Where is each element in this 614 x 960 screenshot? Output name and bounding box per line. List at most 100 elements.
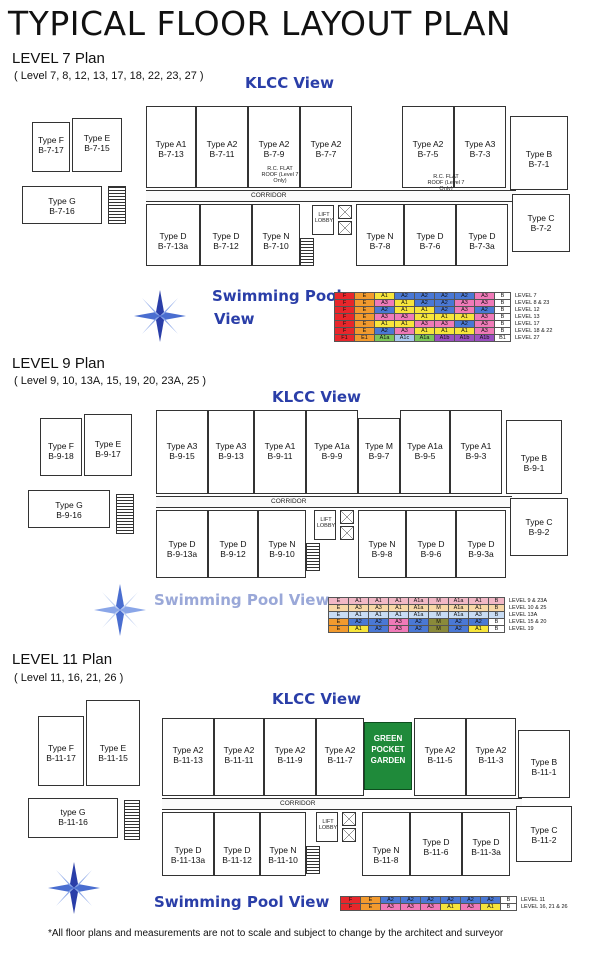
unit-b-7-6[interactable]: Type D B-7-6	[404, 204, 456, 266]
unit-type: Type B	[525, 149, 553, 159]
unit-b-9-7[interactable]: Type M B-9-7	[358, 418, 400, 494]
unit-b-7-16[interactable]: Type G B-7-16	[22, 186, 102, 224]
unit-b-11-7[interactable]: Type A2 B-11-7	[316, 718, 364, 796]
unit-code: B-9-12	[220, 549, 246, 559]
unit-type: Type A2	[310, 139, 342, 149]
unit-b-11-12[interactable]: Type D B-11-12	[214, 812, 260, 876]
unit-b-9-2[interactable]: Type C B-9-2	[510, 498, 568, 556]
unit-b-9-10[interactable]: Type N B-9-10	[258, 510, 306, 578]
legend-cell: E	[354, 313, 375, 321]
legend-cell: A1a	[408, 604, 429, 612]
unit-b-7-8[interactable]: Type N B-7-8	[356, 204, 404, 266]
legend-cell: A1a	[448, 611, 469, 619]
unit-type: Type N	[368, 539, 396, 549]
unit-b-9-5[interactable]: Type A1a B-9-5	[400, 410, 450, 494]
unit-b-9-13a[interactable]: Type D B-9-13a	[156, 510, 208, 578]
legend-cell: M	[428, 625, 449, 633]
unit-b-7-7[interactable]: Type A2 B-7-7	[300, 106, 352, 188]
legend-cell: B	[494, 313, 511, 321]
legend-cell: A1	[388, 597, 409, 605]
footnote: *All floor plans and measurements are no…	[48, 928, 504, 939]
unit-b-7-12[interactable]: Type D B-7-12	[200, 204, 252, 266]
legend-cell: A1	[454, 313, 475, 321]
unit-b-9-18[interactable]: Type F B-9-18	[40, 418, 82, 476]
roof-note: R.C. FLAT ROOF (Level 7 Only)	[427, 174, 465, 192]
unit-b-7-13a[interactable]: Type D B-7-13a	[146, 204, 200, 266]
unit-b-11-13a[interactable]: Type D B-11-13a	[162, 812, 214, 876]
unit-b-7-10[interactable]: Type N B-7-10	[252, 204, 300, 266]
level-11-title: LEVEL 11 Plan	[12, 651, 113, 668]
unit-b-11-17[interactable]: Type F B-11-17	[38, 716, 84, 786]
legend-cell: F	[340, 903, 361, 911]
unit-b-7-2[interactable]: Type C B-7-2	[512, 194, 570, 252]
unit-b-11-11[interactable]: Type A2 B-11-11	[214, 718, 264, 796]
unit-b-7-15[interactable]: Type E B-7-15	[72, 118, 122, 172]
unit-b-7-3[interactable]: Type A3 B-7-3	[454, 106, 506, 188]
legend-cell: A1b	[474, 334, 495, 342]
unit-b-9-15[interactable]: Type A3 B-9-15	[156, 410, 208, 494]
unit-b-11-15[interactable]: Type E B-11-15	[86, 700, 140, 786]
legend-cell: E	[328, 618, 349, 626]
unit-code: B-11-15	[98, 753, 128, 763]
unit-b-11-3[interactable]: Type A2 B-11-3	[466, 718, 516, 796]
unit-b-7-5[interactable]: Type A2 B-7-5	[402, 106, 454, 188]
legend-cell: A1	[374, 292, 395, 300]
unit-b-9-3a[interactable]: Type D B-9-3a	[456, 510, 506, 578]
unit-b-9-12[interactable]: Type D B-9-12	[208, 510, 258, 578]
legend-cell: A3	[400, 903, 421, 911]
unit-b-9-11[interactable]: Type A1 B-9-11	[254, 410, 306, 494]
unit-b-9-13[interactable]: Type A3 B-9-13	[208, 410, 254, 494]
unit-type: Type F	[48, 743, 74, 753]
unit-b-9-17[interactable]: Type E B-9-17	[84, 414, 132, 476]
unit-b-9-16[interactable]: Type G B-9-16	[28, 490, 110, 528]
legend-cell: F	[334, 327, 355, 335]
legend-cell: A2	[434, 292, 455, 300]
unit-type: Type D	[467, 539, 495, 549]
unit-b-11-16[interactable]: type G B-11-16	[28, 798, 118, 838]
unit-b-11-6[interactable]: Type D B-11-6	[410, 812, 462, 876]
legend-cell: B	[500, 896, 517, 904]
legend-cell: F	[334, 292, 355, 300]
unit-b-11-8[interactable]: Type N B-11-8	[362, 812, 410, 876]
legend-cell: E	[354, 327, 375, 335]
legend-level-label: LEVEL 18 & 22	[515, 328, 553, 334]
unit-b-7-13[interactable]: Type A1 B-7-13	[146, 106, 196, 188]
unit-b-11-1[interactable]: Type B B-11-1	[518, 730, 570, 798]
unit-type: Type A2	[475, 745, 507, 755]
unit-b-11-2[interactable]: Type C B-11-2	[516, 806, 572, 862]
unit-type: Type G	[48, 196, 76, 206]
level-7-top-view: KLCC View	[245, 74, 334, 92]
unit-b-11-9[interactable]: Type A2 B-11-9	[264, 718, 316, 796]
unit-b-9-1[interactable]: Type B B-9-1	[506, 420, 562, 494]
unit-b-7-11[interactable]: Type A2 B-7-11	[196, 106, 248, 188]
unit-b-7-1[interactable]: Type B B-7-1	[510, 116, 568, 190]
unit-b-11-3a[interactable]: Type D B-11-3a	[462, 812, 510, 876]
level-7-title: LEVEL 7 Plan	[12, 50, 105, 67]
unit-code: B-7-15	[84, 143, 110, 153]
legend-cell: F	[334, 299, 355, 307]
unit-b-9-6[interactable]: Type D B-9-6	[406, 510, 456, 578]
unit-code: B-9-16	[56, 510, 82, 520]
legend-cell: A1	[394, 299, 415, 307]
unit-type: Type A2	[223, 745, 255, 755]
unit-b-11-13[interactable]: Type A2 B-11-13	[162, 718, 214, 796]
legend-cell: B	[500, 903, 517, 911]
unit-b-7-17[interactable]: Type F B-7-17	[32, 122, 70, 172]
unit-b-11-10[interactable]: Type N B-11-10	[260, 812, 306, 876]
unit-b-9-8[interactable]: Type N B-9-8	[358, 510, 406, 578]
unit-type: Type E	[99, 743, 127, 753]
page-title: TYPICAL FLOOR LAYOUT PLAN	[8, 4, 512, 43]
unit-b-11-5[interactable]: Type A2 B-11-5	[414, 718, 466, 796]
unit-b-9-3[interactable]: Type A1 B-9-3	[450, 410, 502, 494]
legend-cell: A2	[374, 327, 395, 335]
unit-type: Type E	[83, 133, 111, 143]
legend-cell: A3	[374, 313, 395, 321]
unit-code: B-9-13a	[166, 549, 198, 559]
unit-code: B-11-16	[58, 817, 88, 827]
unit-b-9-9[interactable]: Type A1a B-9-9	[306, 410, 358, 494]
unit-b-7-3a[interactable]: Type D B-7-3a	[456, 204, 508, 266]
unit-b-7-9[interactable]: Type A2 B-7-9	[248, 106, 300, 188]
